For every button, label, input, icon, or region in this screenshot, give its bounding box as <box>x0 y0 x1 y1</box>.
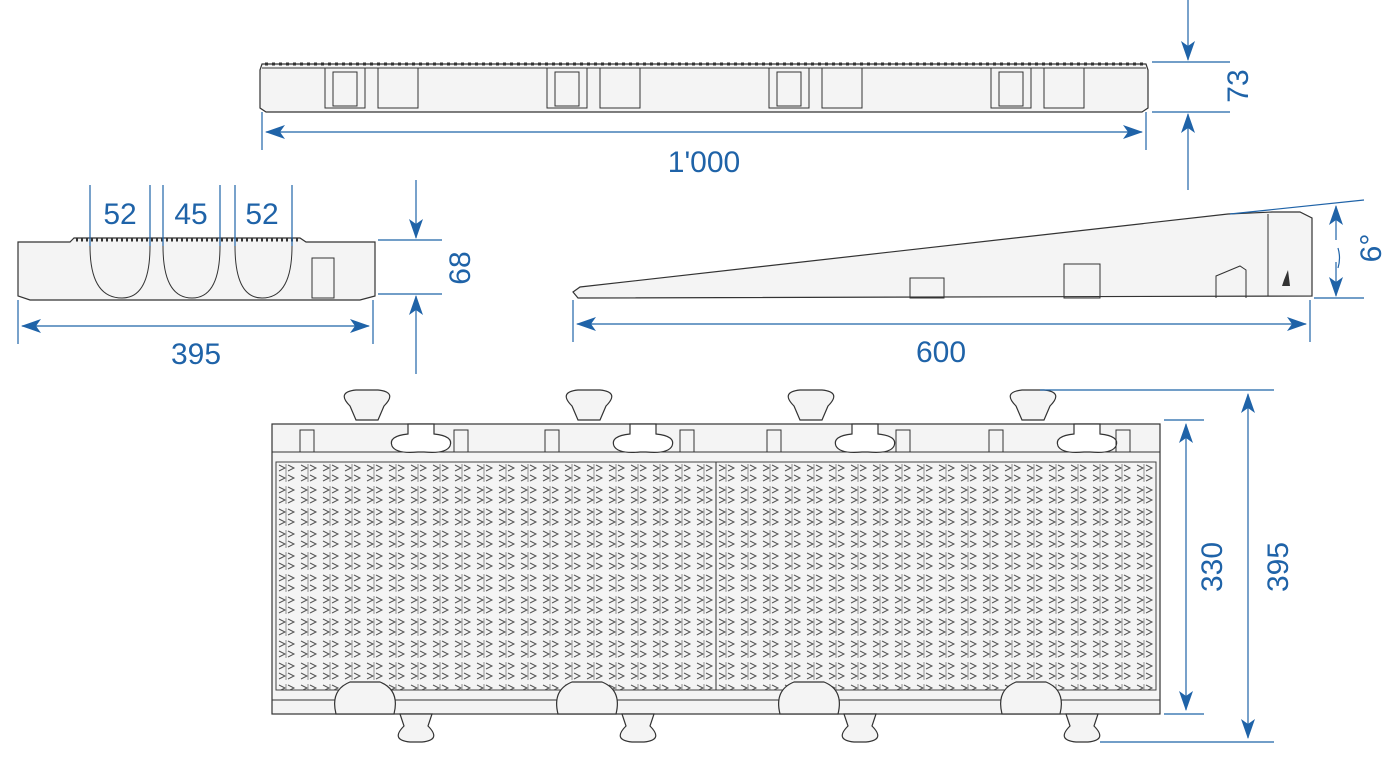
dimension-plan-outer: 395 <box>1040 389 1295 743</box>
label-channel-3: 52 <box>245 198 278 231</box>
plan-view <box>271 389 1161 743</box>
label-plan-inner: 330 <box>1196 542 1229 592</box>
label-ramp-length: 600 <box>916 336 966 369</box>
label-channel-2: 45 <box>174 198 207 231</box>
dimension-plan-inner: 330 <box>1164 419 1229 715</box>
label-end-height: 68 <box>444 251 477 284</box>
dimension-end-width: 395 <box>17 300 374 371</box>
end-view <box>17 237 376 301</box>
ramp-view <box>572 211 1313 299</box>
label-top-height: 73 <box>1222 69 1255 102</box>
label-channel-1: 52 <box>103 198 136 231</box>
dimension-channels: 52 45 52 <box>89 185 293 246</box>
dimension-end-height: 68 <box>378 180 477 374</box>
dimension-ramp-angle: 6° <box>1229 199 1388 299</box>
dimension-top-length: 1'000 <box>261 112 1147 179</box>
side-view-top <box>259 62 1149 113</box>
label-ramp-angle: 6° <box>1355 234 1388 263</box>
dimension-top-height: 73 <box>1152 0 1255 190</box>
label-end-width: 395 <box>171 338 221 371</box>
label-plan-outer: 395 <box>1262 542 1295 592</box>
label-top-length: 1'000 <box>668 146 740 179</box>
dimension-ramp-length: 600 <box>572 300 1311 369</box>
